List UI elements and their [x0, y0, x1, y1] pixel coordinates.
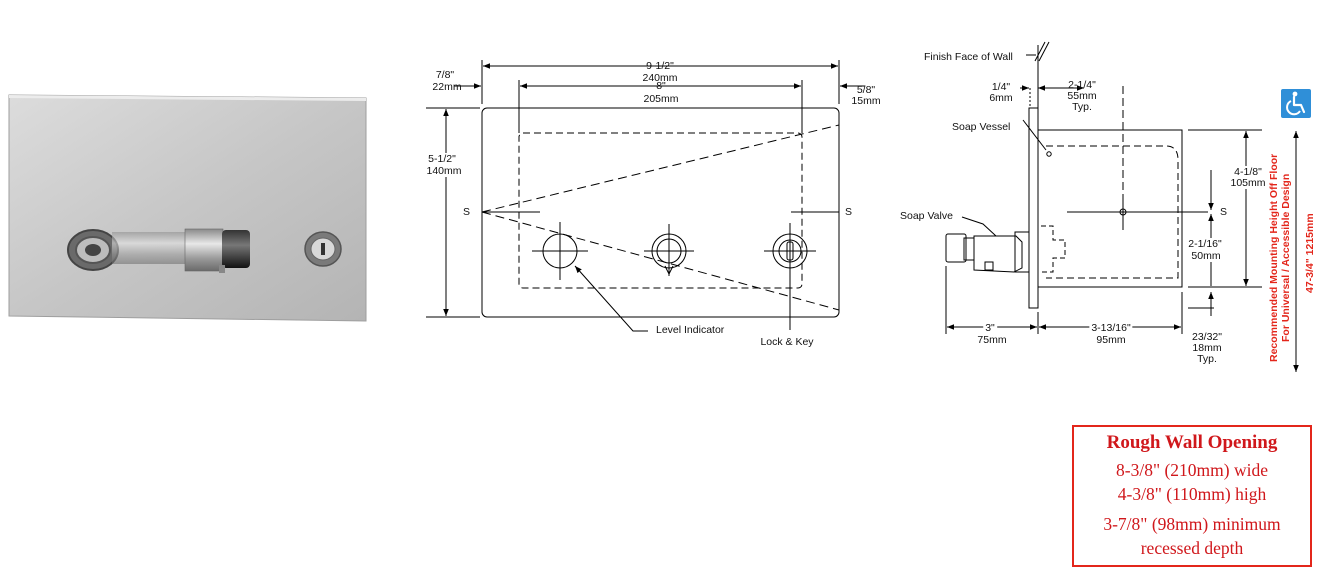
mounting-height-line1: Recommended Mounting Height Off Floor: [1268, 153, 1280, 362]
rough-opening-width: 8-3/8" (210mm) wide: [1116, 460, 1268, 480]
dim-inner-width: 8": [656, 80, 666, 92]
lock-key-label: Lock & Key: [760, 336, 814, 348]
dim-depth-top-typ: Typ.: [1072, 101, 1092, 113]
dim-body-depth: 3-13/16": [1089, 322, 1133, 334]
dim-bottom-offset-mm: 18mm: [1192, 342, 1222, 354]
soap-valve-label: Soap Valve: [900, 210, 953, 222]
dim-flange-mm: 6mm: [989, 92, 1013, 104]
rough-wall-opening-box: Rough Wall Opening 8-3/8" (210mm) wide 4…: [1072, 425, 1312, 567]
rough-opening-title: Rough Wall Opening: [1106, 432, 1278, 453]
dim-right-margin-mm: 15mm: [851, 95, 881, 107]
dim-body-depth-mm: 95mm: [1096, 334, 1126, 346]
section-mark-side: S: [1220, 206, 1228, 218]
dim-upper-height-mm: 105mm: [1230, 177, 1266, 189]
dim-inner-width-mm: 205mm: [643, 93, 679, 105]
dim-overall-width-mm: 240mm: [642, 72, 678, 84]
dim-flange: 1/4": [991, 81, 1011, 93]
dim-valve-projection: 3": [983, 322, 997, 334]
rough-opening-height: 4-3/8" (110mm) high: [1117, 484, 1267, 504]
dim-height-mm: 140mm: [426, 165, 462, 177]
soap-vessel-label: Soap Vessel: [952, 121, 1011, 133]
dim-depth-top-mm: 55mm: [1067, 90, 1097, 102]
dim-overall-width: 9-1/2": [646, 60, 674, 72]
housing-outline: [1038, 129, 1183, 288]
dim-valve-projection-mm: 75mm: [977, 334, 1007, 346]
mounting-height-value: 47-3/4" 1215mm: [1304, 213, 1316, 293]
valve-cap: [222, 230, 250, 268]
section-mark-right: S: [845, 206, 853, 218]
dim-height: 5-1/2": [428, 153, 456, 165]
rough-opening-depth-1: 3-7/8" (98mm) minimum: [1103, 514, 1281, 534]
dim-bottom-offset-typ: Typ.: [1197, 353, 1217, 365]
dim-lower-height-mm: 50mm: [1191, 250, 1221, 262]
dim-upper-height: 4-1/8": [1234, 166, 1262, 178]
hidden-vessel-outline: [518, 132, 803, 289]
level-indicator-label: Level Indicator: [656, 324, 725, 336]
dim-depth-top: 2-1/4": [1068, 79, 1096, 91]
mounting-height-line2: For Universal / Accessible Design: [1280, 173, 1292, 342]
finish-face-label: Finish Face of Wall: [924, 51, 1013, 63]
valve-body: [945, 233, 967, 263]
dim-lower-height: 2-1/16": [1188, 238, 1222, 250]
dim-left-margin: 7/8": [435, 69, 455, 81]
wheelchair-accessibility-icon: [1281, 89, 1311, 118]
rough-opening-depth-2: recessed depth: [1140, 538, 1244, 558]
section-mark-left: S: [463, 206, 471, 218]
dim-right-margin: 5/8": [856, 84, 876, 96]
product-photo: [8, 94, 367, 322]
dim-bottom-offset: 23/32": [1191, 331, 1223, 343]
dim-left-margin-mm: 22mm: [432, 81, 462, 93]
